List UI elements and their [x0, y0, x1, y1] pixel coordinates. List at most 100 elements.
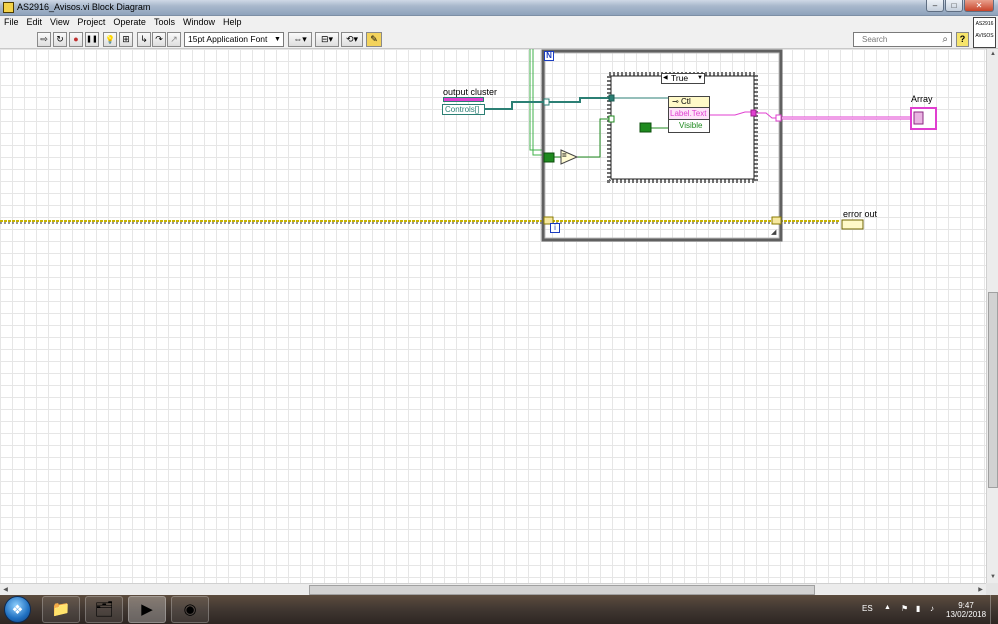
scroll-down-icon[interactable]: ▼ [990, 574, 996, 580]
clock-date[interactable]: 13/02/2018 [946, 610, 987, 619]
bool-tunnel-left[interactable] [543, 152, 555, 163]
loop-count-terminal[interactable]: N [544, 51, 554, 61]
show-hidden-icons-icon[interactable]: ▲ [884, 604, 891, 611]
step-into-icon[interactable]: ↳ [137, 32, 151, 47]
windows-explorer-icon[interactable]: 📁 [42, 596, 80, 623]
toolbar: ⇨ ↻ ● ❚❚ 💡 ⊞ ↳ ↷ ↗ 15pt Application Font… [0, 31, 998, 49]
true-constant[interactable] [639, 122, 652, 133]
loop-index-terminal[interactable]: i [550, 223, 560, 233]
string-wire-inner [710, 111, 752, 116]
case-prev-icon[interactable]: ◀ [663, 75, 668, 81]
show-desktop-button[interactable] [990, 595, 998, 624]
property-node[interactable]: ⊸ Ctl Label.Text Visible [668, 96, 710, 133]
volume-icon[interactable]: ♪ [930, 604, 934, 613]
vertical-scrollbar[interactable]: ▲ ▼ [986, 49, 998, 583]
error-out-label: error out [843, 209, 878, 219]
horizontal-scroll-thumb[interactable] [309, 585, 815, 595]
case-cluster-tunnel[interactable] [608, 94, 615, 102]
abort-icon[interactable]: ● [69, 32, 83, 47]
cluster-tunnel[interactable] [543, 98, 550, 106]
menu-tools[interactable]: Tools [153, 17, 175, 27]
case-bool-tunnel[interactable] [608, 115, 615, 123]
shift-register-left[interactable] [543, 216, 554, 225]
vertical-scroll-thumb[interactable] [988, 292, 998, 488]
action-center-flag-icon[interactable]: ⚑ [901, 604, 909, 613]
step-over-icon[interactable]: ↷ [152, 32, 166, 47]
menu-file[interactable]: File [4, 17, 19, 27]
property-label-text[interactable]: Label.Text [669, 108, 709, 120]
run-continuously-icon[interactable]: ↻ [53, 32, 67, 47]
scroll-left-icon[interactable]: ◀ [3, 587, 8, 593]
chevron-down-icon: ▼ [274, 36, 281, 43]
menu-project[interactable]: Project [77, 17, 106, 27]
error-out-indicator[interactable] [841, 219, 864, 230]
close-button[interactable]: ✕ [964, 0, 994, 12]
retain-wire-values-icon[interactable]: ⊞ [119, 32, 133, 47]
loop-resize-handle[interactable]: ◢ [771, 229, 777, 236]
font-selector[interactable]: 15pt Application Font ▼ [184, 32, 284, 47]
vi-icon[interactable]: AS2916 AVISOS [973, 17, 996, 48]
taskbar: ❖ 📁 🗂 ▶ ◉ ES ▲ ⚑ ▮ ♪ 9:47 13/02/2018 [0, 595, 998, 624]
align-icon[interactable]: ⇔▾ [288, 32, 312, 47]
language-indicator[interactable]: ES [862, 604, 873, 613]
case-next-icon[interactable]: ▼ [697, 75, 703, 81]
system-tray: ES ▲ ⚑ ▮ ♪ 9:47 13/02/2018 [858, 595, 998, 624]
scroll-right-icon[interactable]: ▶ [978, 587, 983, 593]
block-diagram[interactable]: output cluster Controls[] N i ◢ ◀ True ▼… [0, 49, 986, 583]
labview-app-icon[interactable] [3, 2, 14, 13]
maximize-button[interactable]: □ [945, 0, 963, 12]
reference-icon: ⊸ [672, 97, 681, 106]
menu-help[interactable]: Help [222, 17, 242, 27]
window-title: AS2916_Avisos.vi Block Diagram [17, 2, 151, 12]
start-button[interactable]: ❖ [4, 596, 31, 623]
equal-node-glyph: = [562, 151, 567, 160]
for-loop-frame[interactable] [541, 49, 783, 242]
cluster-wire [485, 97, 610, 110]
menu-window[interactable]: Window [182, 17, 215, 27]
property-node-header: ⊸ Ctl [669, 97, 709, 108]
scrollbar-corner [986, 583, 998, 595]
bool-wire-case [577, 118, 610, 158]
step-out-icon[interactable]: ↗ [167, 32, 181, 47]
cleanup-icon[interactable]: ✎ [366, 32, 382, 47]
equal-node[interactable] [560, 149, 579, 165]
output-cluster-label: output cluster [443, 87, 498, 97]
network-icon[interactable]: ▮ [916, 604, 921, 613]
highlight-execution-icon[interactable]: 💡 [103, 32, 117, 47]
horizontal-scrollbar[interactable]: ◀ ▶ [0, 583, 986, 595]
case-selector[interactable]: ◀ True ▼ [661, 73, 705, 84]
array-label: Array [911, 94, 933, 104]
distribute-icon[interactable]: ⊟▾ [315, 32, 339, 47]
menu-view[interactable]: View [50, 17, 70, 27]
output-cluster-terminal[interactable] [443, 97, 484, 102]
menu-bar: File Edit View Project Operate Tools Window Hel… [0, 16, 998, 31]
bool-wire-top [529, 49, 545, 151]
menu-operate[interactable]: Operate [113, 17, 146, 27]
shift-register-right[interactable] [771, 216, 782, 225]
scroll-up-icon[interactable]: ▲ [990, 51, 996, 57]
array-index-display [913, 111, 924, 125]
menu-edit[interactable]: Edit [26, 17, 43, 27]
case-selector-value: True [671, 73, 689, 83]
vi-icon-bottom-text: AVISOS [975, 33, 994, 39]
property-node-class: Ctl [680, 97, 691, 106]
vi-icon-top-text: AS2916 [975, 21, 994, 27]
string-wire-loop [757, 112, 778, 119]
pause-icon[interactable]: ❚❚ [85, 32, 99, 47]
loop-string-tunnel[interactable] [775, 114, 782, 122]
minimize-button[interactable]: – [926, 0, 944, 12]
run-arrow-icon[interactable]: ⇨ [37, 32, 51, 47]
context-help-button[interactable]: ? [956, 32, 969, 47]
bool-wire-loop [532, 49, 545, 156]
reorder-icon[interactable]: ⟲▾ [341, 32, 363, 47]
file-manager-icon[interactable]: 🗂 [85, 596, 123, 623]
case-string-tunnel[interactable] [750, 109, 757, 117]
search-input[interactable]: Search⌕ [853, 32, 952, 47]
controls-unbundle[interactable]: Controls[] [442, 104, 485, 115]
search-icon[interactable]: ⌕ [942, 34, 948, 45]
clock-time[interactable]: 9:47 [958, 601, 974, 610]
chrome-icon[interactable]: ◉ [171, 596, 209, 623]
property-visible[interactable]: Visible [679, 121, 703, 130]
labview-icon[interactable]: ▶ [128, 596, 166, 623]
font-selector-value: 15pt Application Font [188, 34, 268, 44]
